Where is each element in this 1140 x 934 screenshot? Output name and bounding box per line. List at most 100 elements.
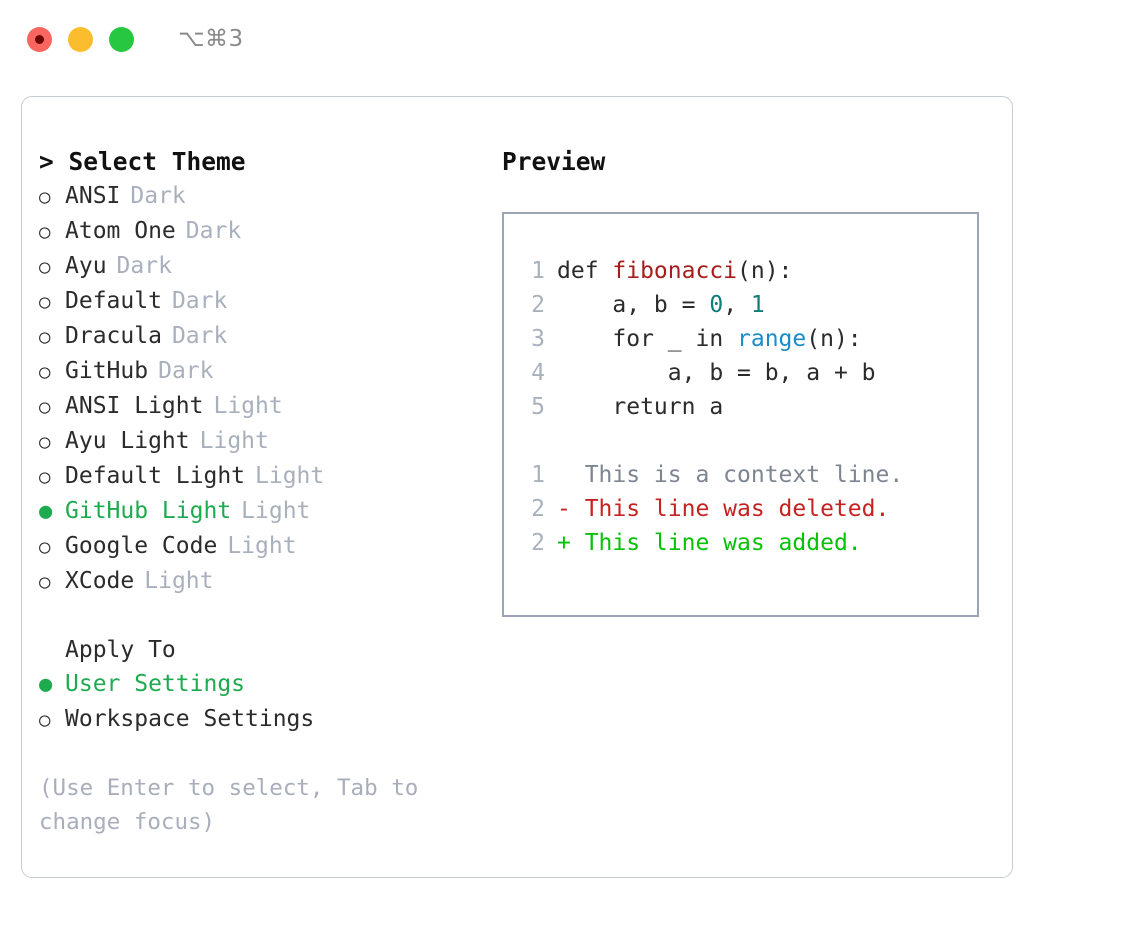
apply-to-option-user-settings[interactable]: ● User Settings [39,667,502,702]
theme-option-ayu-light[interactable]: ○ Ayu Light Light [39,424,502,459]
select-theme-heading: > Select Theme [39,147,246,176]
theme-option-tag: Dark [116,253,172,279]
maximize-button[interactable] [109,26,134,52]
code-line: 3 for _ in range(n): [519,322,977,356]
keyboard-shortcut-label: ⌥⌘3 [178,26,244,52]
theme-option-label: Dracula [65,323,162,349]
theme-option-label: Atom One [65,218,176,244]
line-number: 2 [531,496,545,522]
theme-option-tag: Dark [171,323,228,349]
spacer [519,424,977,458]
code-token-plain: for _ in [557,326,738,352]
theme-option-label: ANSI Light [65,393,204,419]
code-token-call: range [737,326,807,352]
code-line: 5 return a [519,390,977,424]
spacer [39,599,502,633]
code-line: 4 a, b = b, a + b [519,356,977,390]
theme-option-label: Ayu Light [65,428,190,454]
code-token-plain: , [723,292,751,318]
apply-to-list[interactable]: ● User Settings ○Workspace Settings [39,667,502,737]
minimize-button[interactable] [68,26,93,52]
code-line-content: a, b = b, a + b [557,356,876,390]
theme-option-github-light[interactable]: ● GitHub Light Light [39,494,502,529]
diff-line-del: 2 - This line was deleted. [519,492,977,526]
diff-line-content: + This line was added. [557,530,862,556]
code-line-content: return a [557,390,723,424]
code-token-plain: a, b = b, a + b [557,360,876,386]
code-token-fn: fibonacci [612,258,738,284]
theme-option-tag: Dark [158,358,214,384]
theme-option-tag: Dark [185,218,242,244]
line-number: 5 [531,394,545,420]
line-number: 1 [531,462,545,488]
code-line: 2 a, b = 0, 1 [519,288,977,322]
line-number: 2 [531,292,545,318]
radio-unselected-icon: ○ [39,186,51,208]
theme-option-label: Default [65,288,162,314]
code-token-plain: def [557,258,613,284]
line-number: 2 [531,530,545,556]
apply-to-option-workspace-settings[interactable]: ○Workspace Settings [39,702,502,737]
radio-selected-icon: ● [39,499,53,524]
theme-option-github[interactable]: ○ GitHub Dark [39,354,502,389]
code-line-content: for _ in range(n): [557,322,862,356]
radio-unselected-icon: ○ [39,536,51,558]
code-token-plain: (n): [806,326,862,352]
line-number: 3 [531,326,545,352]
theme-option-tag: Light [144,568,214,594]
radio-unselected-icon: ○ [39,256,51,278]
theme-option-default-light[interactable]: ○ Default Light Light [39,459,502,494]
theme-option-label: XCode [65,568,135,594]
radio-selected-icon: ● [39,672,53,697]
code-token-plain: a, b = [557,292,710,318]
radio-unselected-icon: ○ [39,431,51,453]
theme-option-ansi-light[interactable]: ○ ANSI Light Light [39,389,502,424]
code-token-num: 1 [750,292,765,318]
theme-option-label: ANSI [65,183,121,209]
radio-unselected-icon: ○ [39,396,51,418]
close-button[interactable] [27,26,52,52]
theme-option-tag: Light [241,498,311,524]
theme-option-tag: Light [227,533,297,559]
theme-option-dracula[interactable]: ○ Dracula Dark [39,319,502,354]
apply-to-heading: Apply To [65,637,176,663]
radio-unselected-icon: ○ [39,291,51,313]
apply-to-option-label: User Settings [65,671,246,697]
theme-option-label: Ayu [65,253,107,279]
code-line: 1 def fibonacci(n): [519,254,977,288]
theme-option-label: Google Code [65,533,218,559]
diff-line-content: This is a context line. [557,462,904,488]
diff-line-content: - This line was deleted. [557,496,890,522]
theme-option-xcode[interactable]: ○ XCode Light [39,564,502,599]
theme-option-ayu[interactable]: ○ Ayu Dark [39,249,502,284]
radio-unselected-icon: ○ [39,361,51,383]
theme-option-tag: Dark [171,288,228,314]
radio-unselected-icon: ○ [39,466,51,488]
title-bar: ⌥⌘3 [0,0,1140,78]
theme-option-tag: Light [213,393,283,419]
code-line-content: def fibonacci(n): [557,254,792,288]
radio-unselected-icon: ○ [39,326,51,348]
theme-option-label: Default Light [65,463,246,489]
theme-option-google-code[interactable]: ○ Google Code Light [39,529,502,564]
theme-option-tag: Light [255,463,325,489]
theme-option-default[interactable]: ○ Default Dark [39,284,502,319]
radio-unselected-icon: ○ [39,571,51,593]
theme-option-label: GitHub Light [65,498,232,524]
theme-option-tag: Light [199,428,269,454]
code-line-content: a, b = 0, 1 [557,288,765,322]
theme-option-label: GitHub [65,358,149,384]
line-number: 1 [531,258,545,284]
diff-line-ctx: 1 This is a context line. [519,458,977,492]
code-token-num: 0 [709,292,724,318]
apply-to-option-label: Workspace Settings [65,706,315,732]
code-token-plain: return a [557,394,724,420]
